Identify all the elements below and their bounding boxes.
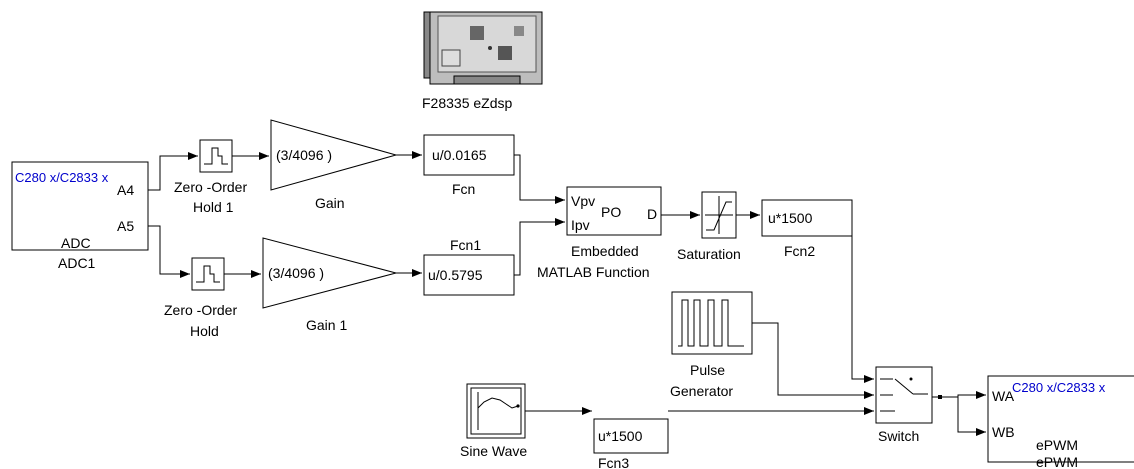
emf-center-text: PO: [601, 204, 621, 220]
dsp-board-icon[interactable]: [423, 11, 543, 85]
sine-wave-name: Sine Wave: [460, 443, 527, 459]
emf-port-d: D: [647, 206, 657, 222]
gain-block[interactable]: [270, 119, 398, 191]
zoh-name-line2: Hold: [190, 323, 219, 339]
emf-name-line2: MATLAB Function: [537, 264, 650, 280]
fcn1-name: Fcn1: [450, 237, 481, 253]
switch-name: Switch: [878, 428, 919, 444]
zoh1-name-line1: Zero -Order: [174, 179, 247, 195]
gain1-name: Gain 1: [306, 317, 347, 333]
epwm-target-text: C280 x/C2833 x: [1012, 380, 1106, 395]
fcn1-block[interactable]: [423, 254, 515, 296]
fcn3-expr: u*1500: [598, 428, 643, 444]
adc-target-text: C280 x/C2833 x: [15, 170, 109, 185]
dsp-board-label: F28335 eZdsp: [422, 95, 512, 111]
sine-wave-block[interactable]: [466, 383, 526, 439]
adc-port-a4: A4: [117, 182, 134, 198]
fcn1-expr: u/0.5795: [428, 267, 483, 283]
embedded-matlab-function-block[interactable]: [566, 186, 662, 236]
pulse-generator-name-line2: Generator: [670, 383, 733, 399]
zoh-name-line1: Zero -Order: [164, 302, 237, 318]
adc-block-name: ADC1: [58, 255, 96, 271]
signal-lines: [148, 151, 986, 436]
saturation-name: Saturation: [677, 246, 741, 262]
epwm-port-wa: WA: [992, 388, 1015, 404]
pulse-generator-name-line1: Pulse: [690, 362, 725, 378]
emf-name-line1: Embedded: [571, 243, 639, 259]
saturation-block[interactable]: [701, 191, 737, 239]
epwm-block[interactable]: [987, 375, 1134, 463]
fcn-expr: u/0.0165: [432, 147, 487, 163]
fcn2-block[interactable]: [761, 199, 853, 237]
emf-port-ipv: Ipv: [571, 217, 590, 233]
epwm-block-name: ePWM: [1036, 454, 1078, 469]
gain1-value: (3/4096 ): [268, 265, 324, 281]
fcn3-block[interactable]: [593, 418, 669, 454]
fcn2-expr: u*1500: [768, 210, 813, 226]
adc-port-a5: A5: [117, 218, 134, 234]
adc-inner-label: ADC: [61, 235, 91, 251]
adc-block[interactable]: [11, 161, 149, 251]
switch-block[interactable]: [875, 366, 933, 424]
fcn-block[interactable]: [423, 134, 515, 176]
pulse-generator-block[interactable]: [671, 291, 753, 355]
fcn-name: Fcn: [452, 181, 475, 197]
epwm-port-wb: WB: [992, 424, 1015, 440]
fcn3-name: Fcn3: [598, 455, 629, 469]
zero-order-hold-1-block[interactable]: [199, 139, 233, 173]
gain-1-block[interactable]: [262, 237, 398, 309]
zero-order-hold-block[interactable]: [191, 257, 225, 291]
epwm-inner-label: ePWM: [1036, 437, 1078, 453]
emf-port-vpv: Vpv: [571, 193, 595, 209]
gain-value: (3/4096 ): [276, 147, 332, 163]
gain-name: Gain: [315, 195, 345, 211]
fcn2-name: Fcn2: [784, 243, 815, 259]
zoh1-name-line2: Hold 1: [193, 199, 234, 215]
